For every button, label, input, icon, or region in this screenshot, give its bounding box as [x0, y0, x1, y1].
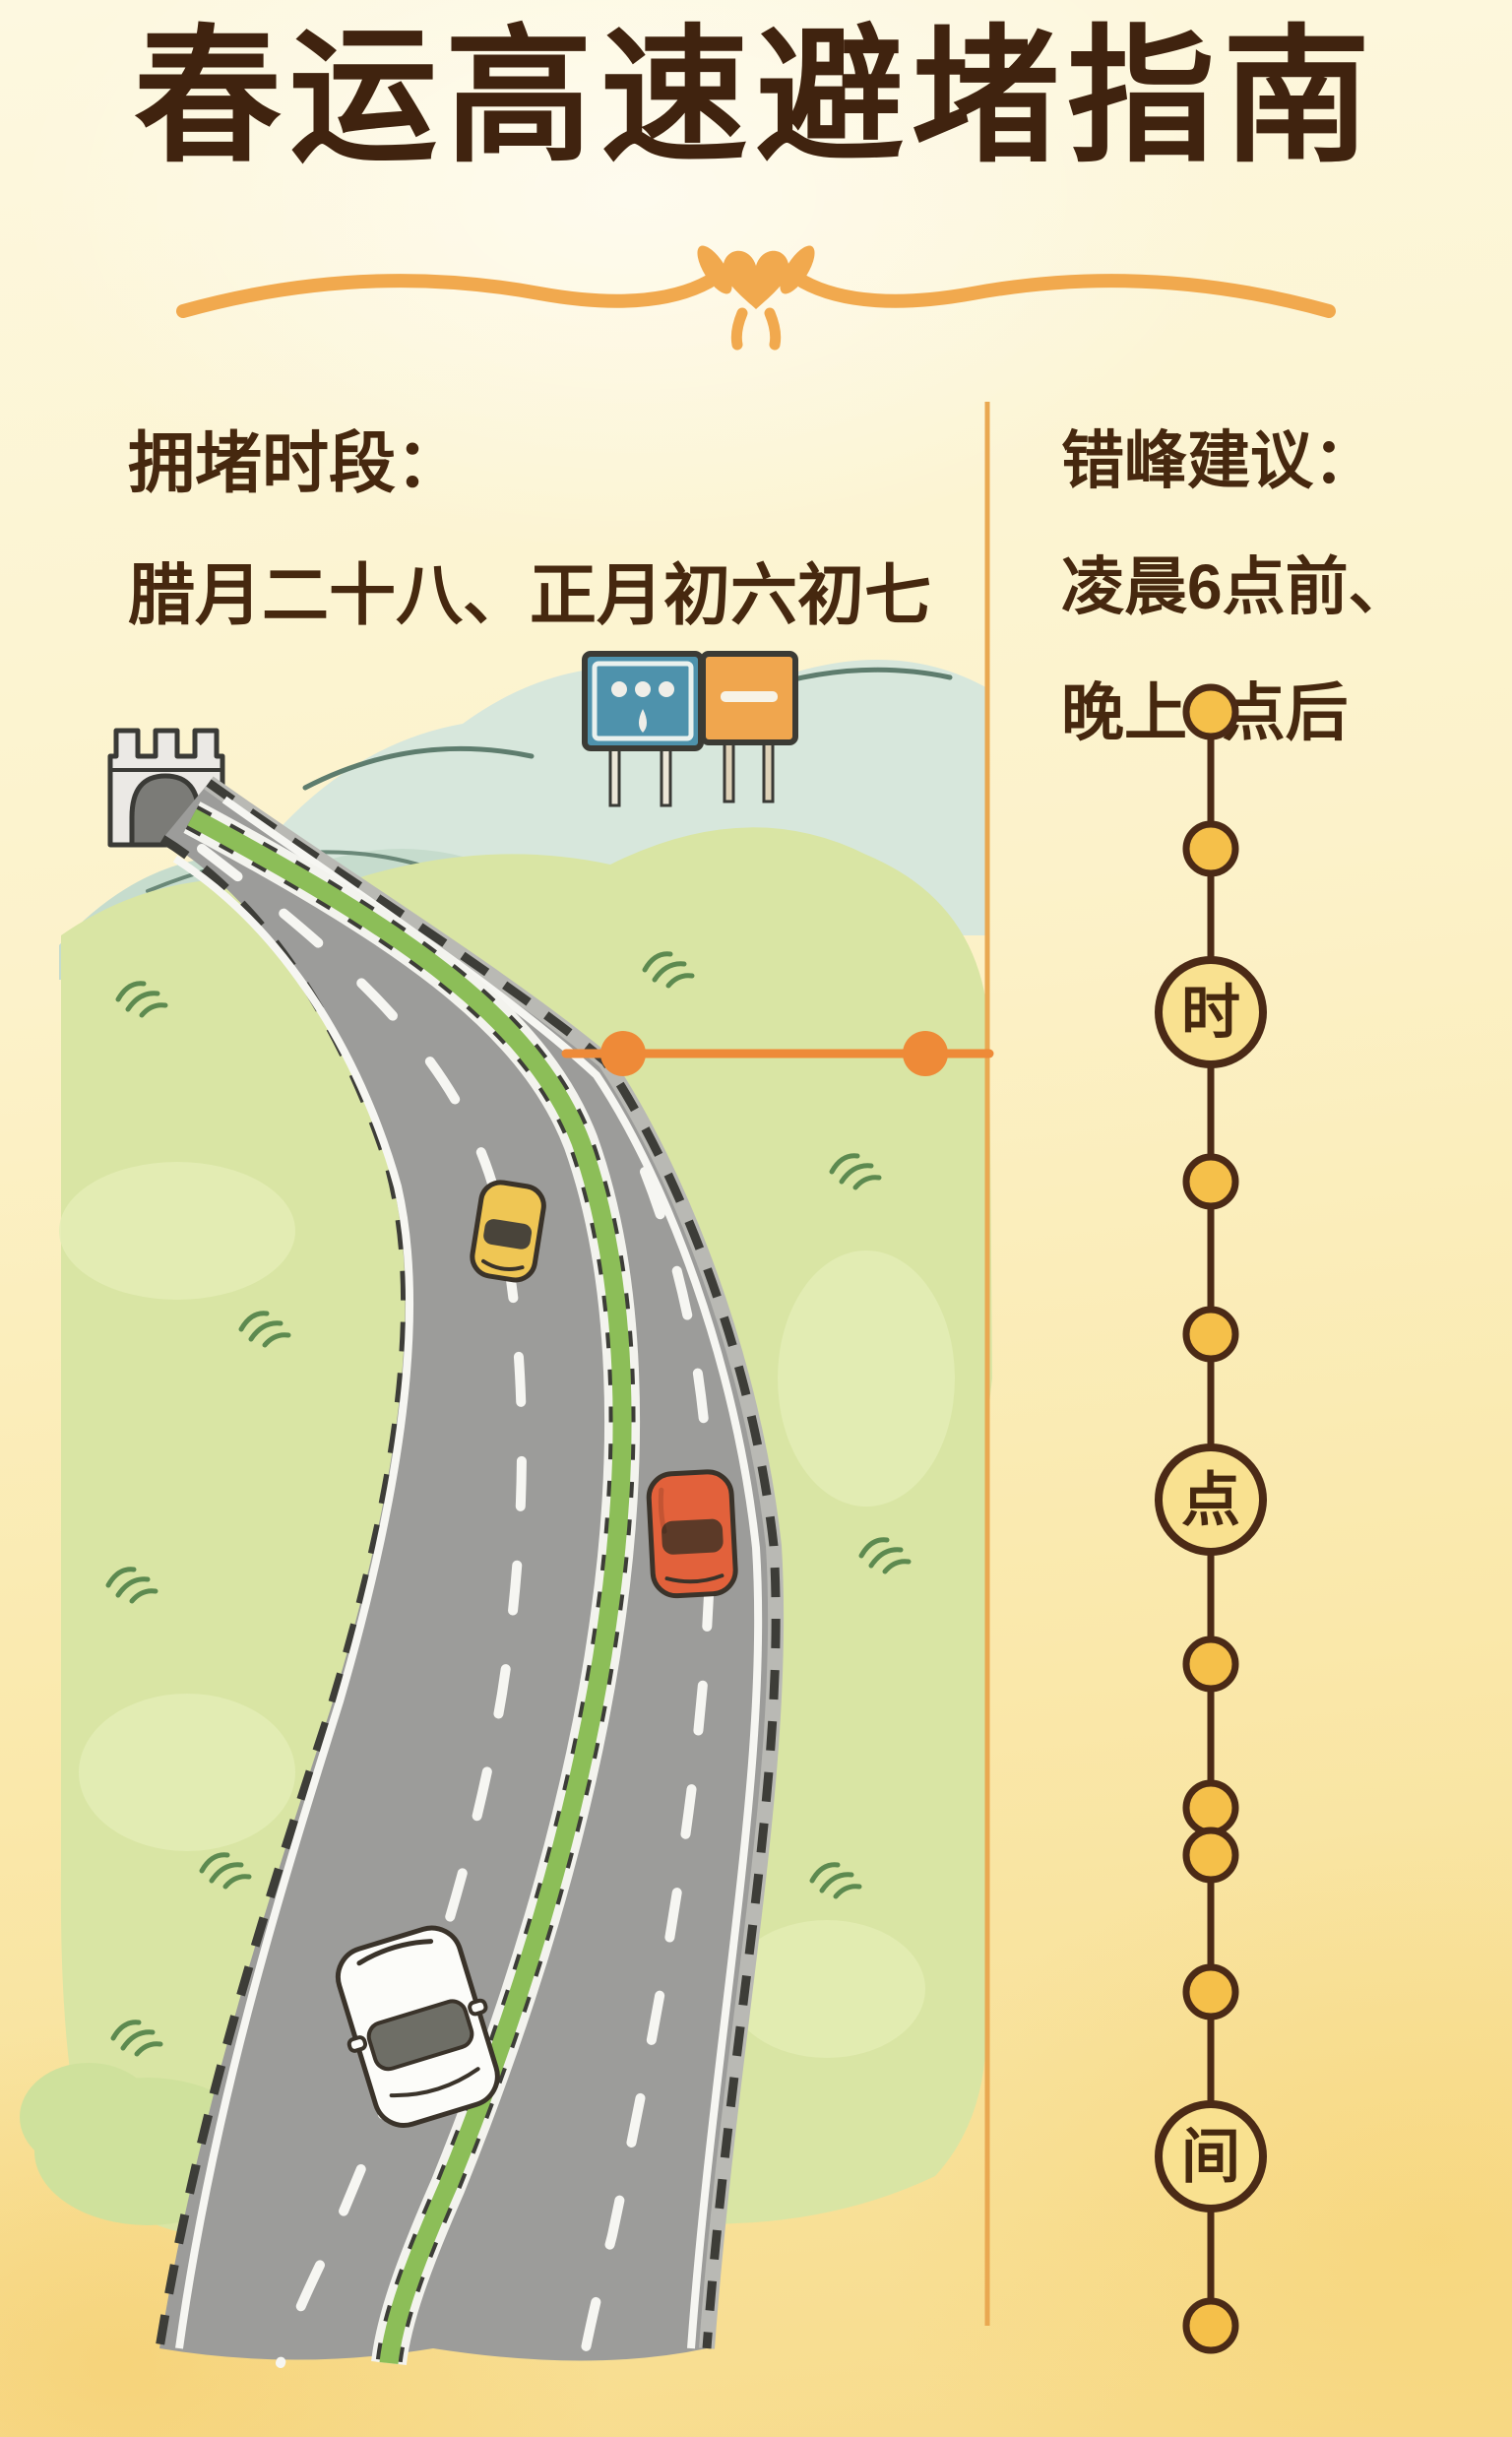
connector-dot [903, 1031, 948, 1076]
divider-left-swash [176, 274, 716, 318]
connector-dot [600, 1031, 646, 1076]
timeline-label: 间 [1181, 2124, 1240, 2190]
stem-left [730, 307, 748, 351]
divider-right-swash [796, 274, 1336, 318]
lane-dashes-left [197, 844, 527, 2368]
offpeak-heading: 错峰建议： [1061, 425, 1376, 496]
heart-divider-icon [176, 245, 1336, 351]
timeline-dot [1182, 1306, 1239, 1363]
timeline-label: 点 [1181, 1467, 1240, 1533]
ridge-line [302, 745, 535, 791]
road-surface [159, 783, 777, 2361]
page-title: 春运高速避堵指南 [133, 14, 1378, 179]
congestion-info: 拥堵时段： 腊月二十八、正月初六初七 [128, 398, 931, 662]
connector [561, 1031, 994, 1076]
field-highlight [728, 1920, 925, 2058]
timeline-dot [1182, 1635, 1239, 1693]
timeline-label-circle [1155, 1443, 1267, 1556]
lane-dashes-right [578, 1167, 716, 2368]
right-barrier [206, 779, 781, 2349]
timeline-label: 时 [1181, 980, 1240, 1046]
field-highlight [59, 1162, 295, 1300]
orange-sign-icon [700, 651, 798, 803]
car-yellow-icon [470, 1180, 546, 1283]
left-petal-icon [697, 245, 732, 294]
timeline-dot [1182, 1153, 1239, 1210]
field-highlight [79, 1694, 295, 1851]
field-highlight [778, 1251, 955, 1507]
timeline-dot [1182, 2297, 1239, 2354]
congestion-detail: 腊月二十八、正月初六初七 [128, 558, 932, 633]
left-barrier [155, 835, 410, 2349]
bush [20, 2063, 158, 2171]
congestion-heading: 拥堵时段： [128, 426, 464, 501]
timeline-label-circle [1155, 2100, 1267, 2213]
median-strip [183, 802, 641, 2366]
offpeak-line1: 凌晨6点前、 [1061, 551, 1412, 622]
timeline-dot [1182, 1779, 1239, 1836]
timeline-dot [1182, 1827, 1239, 1884]
timeline-dot [1182, 683, 1239, 740]
right-petal-icon [780, 245, 815, 294]
highway-road [155, 776, 785, 2368]
stem-right [764, 307, 782, 351]
timeline-dot [1182, 1963, 1239, 2020]
left-edge-line [172, 855, 414, 2349]
timeline-dot [1182, 820, 1239, 877]
heart-icon [723, 250, 789, 309]
timeline-label-circle [1155, 956, 1267, 1068]
timeline: 时点间 [1155, 683, 1267, 2354]
car-red-icon [646, 1469, 738, 1599]
car-white-icon [335, 1925, 500, 2128]
